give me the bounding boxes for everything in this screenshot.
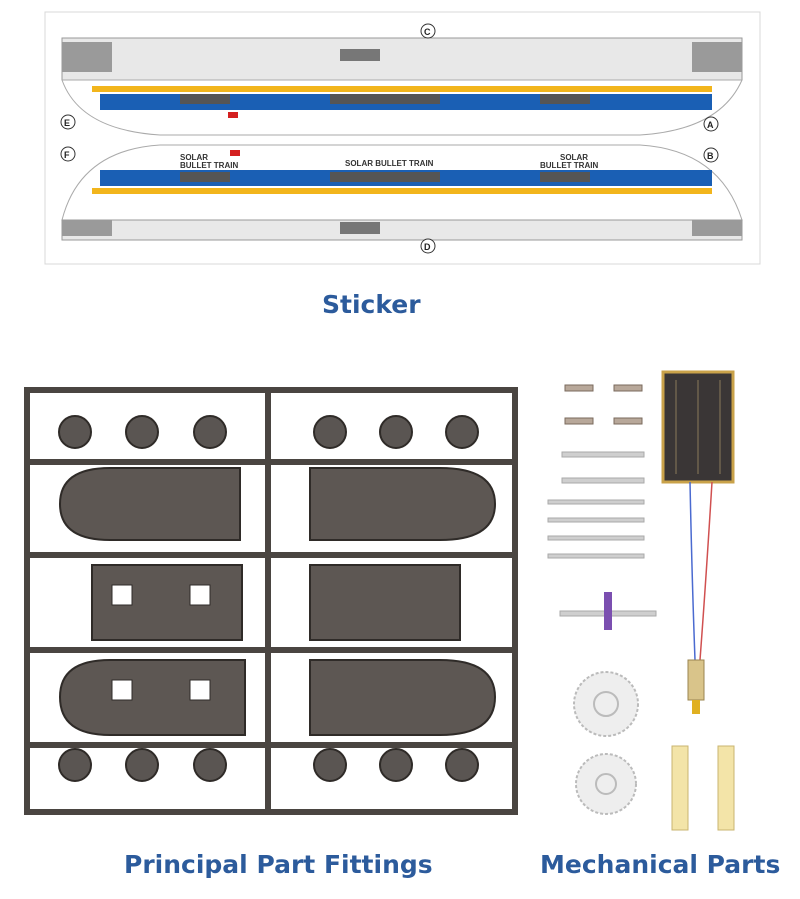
train-label-brand: SOLAR xyxy=(560,153,588,162)
sticker-caption: Sticker xyxy=(322,290,421,319)
sprue-wheels xyxy=(58,415,479,782)
svg-text:A: A xyxy=(707,120,714,130)
foam-strip xyxy=(671,745,689,831)
principal-parts-caption: Principal Part Fittings xyxy=(124,850,433,879)
axle-rods xyxy=(547,451,657,617)
train-sticker-top xyxy=(61,37,743,136)
sprue-cutouts xyxy=(111,584,211,701)
motor-gear xyxy=(692,700,700,714)
red-marker xyxy=(230,150,240,156)
screw-icons xyxy=(564,384,643,425)
purple-pulley xyxy=(604,592,612,630)
solar-panel xyxy=(661,370,735,484)
svg-text:D: D xyxy=(424,242,431,252)
svg-text:E: E xyxy=(64,118,70,128)
foam-strip xyxy=(717,745,735,831)
sticker-sheet: SOLAR BULLET TRAIN SOLAR BULLET TRAIN SO… xyxy=(44,11,761,265)
plastic-sprue xyxy=(24,387,518,815)
train-label-sub: BULLET TRAIN xyxy=(540,161,598,170)
train-label-sub: BULLET TRAIN xyxy=(180,161,238,170)
svg-text:F: F xyxy=(64,150,70,160)
mechanical-parts xyxy=(547,370,735,831)
mechanical-parts-caption: Mechanical Parts xyxy=(540,850,781,879)
svg-text:C: C xyxy=(424,27,431,37)
red-marker xyxy=(228,112,238,118)
svg-text:B: B xyxy=(707,151,714,161)
wire-red xyxy=(699,481,713,661)
sticker-markers: A B C D E F xyxy=(60,23,719,254)
gears xyxy=(573,671,639,815)
motor xyxy=(687,659,705,701)
train-label-full: SOLAR BULLET TRAIN xyxy=(345,159,434,168)
wire-blue xyxy=(689,481,696,661)
sprue-body-parts xyxy=(58,467,497,736)
train-windows xyxy=(180,94,590,182)
train-label-brand: SOLAR xyxy=(180,153,208,162)
